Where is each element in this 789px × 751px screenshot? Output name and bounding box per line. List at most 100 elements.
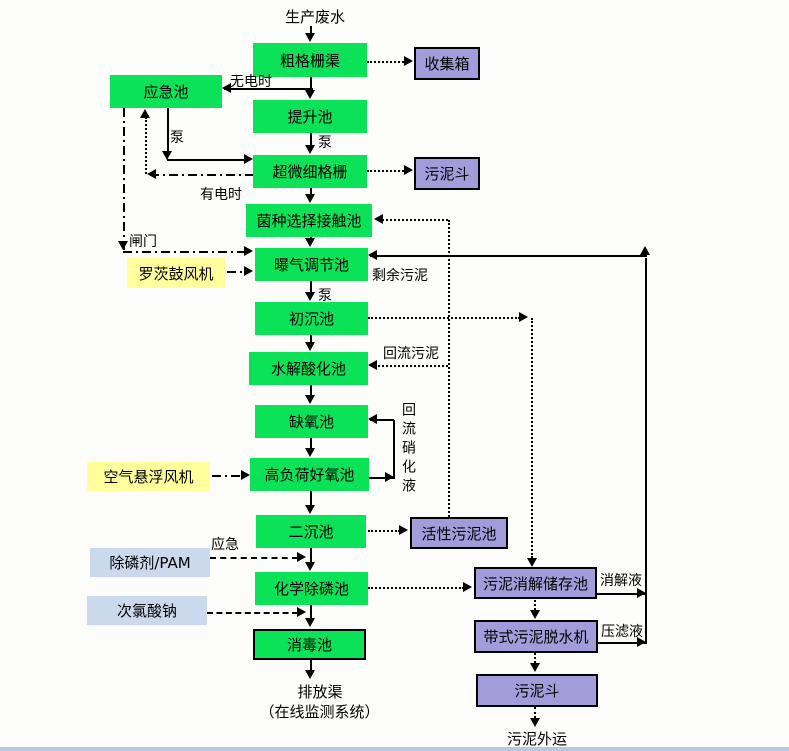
arrowhead-left — [222, 83, 231, 93]
edge-lift-to-ultrafine — [310, 133, 312, 145]
arrowhead-down — [530, 610, 540, 619]
arrowhead-down — [305, 342, 315, 351]
node-primary-sedimentation-pool: 初沉池 — [255, 302, 368, 335]
arrowhead-down — [305, 670, 315, 679]
edge-anoxic-to-aerobic — [310, 438, 312, 448]
node-discharge-channel: 排放渠 — [297, 683, 343, 701]
label-pump-emergency: 泵 — [170, 130, 184, 146]
edge-gate-down — [123, 108, 125, 253]
arrowhead-right — [637, 588, 646, 598]
node-roots-blower: 罗茨鼓风机 — [127, 258, 225, 288]
arrowhead-right — [297, 552, 306, 562]
arrowhead-down — [305, 448, 315, 457]
arrowhead-right — [297, 607, 306, 617]
node-secondary-sedimentation-pool: 二沉池 — [256, 515, 366, 548]
label-press-filtrate: 压滤液 — [601, 624, 643, 640]
edge-emergency-pump-right — [167, 159, 246, 161]
arrowhead-right — [244, 266, 253, 276]
edge-air-suspension-blower-air — [212, 475, 244, 477]
label-return-nitrification-liquid: 回流硝化液 — [400, 402, 416, 497]
arrowhead-right — [241, 470, 250, 480]
edge-gate-to-aeration — [123, 251, 247, 253]
edge-no-power-to-emergency — [224, 88, 313, 90]
arrowhead-down — [305, 145, 315, 154]
arrowhead-right — [404, 165, 413, 175]
edge-seed-to-strain-pool — [377, 219, 448, 221]
arrowhead-right — [519, 312, 528, 322]
arrowhead-left — [368, 250, 377, 260]
edge-dewatering-to-hopper — [534, 653, 536, 663]
edge-primary-to-hydrolysis — [310, 335, 312, 342]
node-sludge-hopper-bottom: 污泥斗 — [476, 674, 598, 707]
arrowhead-right — [244, 154, 253, 164]
edge-return-liquid-up — [645, 258, 647, 643]
edge-chemical-to-digestion-storage — [368, 587, 464, 589]
node-emergency-pool: 应急池 — [110, 75, 222, 108]
edge-phosphorus-agent-dosing — [210, 557, 298, 559]
arrowhead-right — [244, 246, 253, 256]
edge-wastewater-to-coarse-screen — [310, 26, 312, 33]
node-phosphorus-removal-agent: 除磷剂/PAM — [90, 548, 210, 577]
node-belt-sludge-dewatering-machine: 带式污泥脱水机 — [474, 620, 598, 653]
edge-hopper-to-transport — [534, 707, 536, 718]
arrowhead-down — [527, 558, 537, 567]
edge-disinfection-to-discharge — [310, 660, 312, 670]
arrowhead-up — [140, 109, 150, 118]
node-sludge-hopper-top: 污泥斗 — [414, 157, 480, 190]
edge-nitrif-in — [370, 419, 394, 421]
label-pump-aeration: 泵 — [318, 288, 332, 304]
edge-aeration-to-primary — [310, 281, 312, 292]
node-online-monitoring-system: （在线监测系统） — [259, 703, 380, 721]
node-aeration-regulation-pool: 曝气调节池 — [255, 248, 368, 281]
bottom-strip — [0, 747, 789, 751]
node-anoxic-pool: 缺氧池 — [255, 405, 368, 438]
node-ultrafine-screen: 超微细格栅 — [253, 155, 367, 188]
node-chemical-phosphorus-removal-pool: 化学除磷池 — [255, 572, 368, 605]
edge-hydrolysis-to-anoxic — [310, 385, 312, 395]
node-high-load-aerobic-pool: 高负荷好氧池 — [250, 458, 369, 491]
arrowhead-right — [399, 525, 408, 535]
edge-return-liquid-to-aeration — [370, 255, 647, 257]
edge-aerobic-to-secondary — [310, 491, 312, 505]
node-coarse-screen-channel: 粗格栅渠 — [253, 43, 367, 77]
edge-return-sludge-to-hydrolysis — [374, 365, 448, 367]
arrowhead-down — [530, 663, 540, 672]
label-emergency: 应急 — [211, 537, 239, 553]
arrowhead-down — [305, 562, 315, 571]
node-collection-box: 收集箱 — [414, 47, 480, 80]
node-lift-pool: 提升池 — [253, 100, 367, 133]
label-powered: 有电时 — [200, 187, 242, 203]
edge-powered-back — [150, 174, 253, 176]
edge-ultrafine-to-sludge-hopper — [367, 170, 407, 172]
arrowhead-left — [368, 414, 377, 424]
edge-nitrif-up — [393, 420, 395, 477]
arrowhead-up — [640, 246, 650, 255]
arrowhead-down — [305, 33, 315, 42]
arrowhead-down — [305, 505, 315, 514]
edge-roots-blower-air — [227, 271, 247, 273]
edge-sludge-return-riser — [448, 220, 450, 517]
arrowhead-left — [368, 360, 377, 370]
edge-coarse-screen-to-lift — [310, 77, 312, 90]
edge-hypochlorite-dosing — [207, 612, 298, 614]
label-no-power: 无电时 — [230, 74, 272, 90]
arrowhead-down — [162, 151, 172, 160]
node-air-suspension-blower: 空气悬浮风机 — [87, 462, 210, 491]
node-sludge-digestion-storage-pool: 污泥消解储存池 — [474, 567, 597, 599]
arrowhead-right — [637, 637, 646, 647]
edge-press-filtrate — [598, 642, 647, 644]
node-activated-sludge-pool: 活性污泥池 — [410, 517, 508, 549]
arrowhead-down — [305, 90, 315, 99]
arrowhead-down — [305, 238, 315, 247]
edge-strain-to-aeration — [310, 237, 312, 238]
node-sludge-transport-out: 污泥外运 — [506, 730, 567, 748]
label-gate: 闸门 — [129, 234, 157, 250]
edge-digestion-to-dewatering — [534, 600, 536, 610]
node-disinfection-pool: 消毒池 — [253, 629, 366, 660]
arrowhead-down — [305, 618, 315, 627]
label-digestion-liquid: 消解液 — [600, 573, 642, 589]
node-production-wastewater: 生产废水 — [284, 8, 345, 26]
edge-secondary-to-activated-sludge — [368, 530, 400, 532]
arrowhead-down — [530, 718, 540, 727]
